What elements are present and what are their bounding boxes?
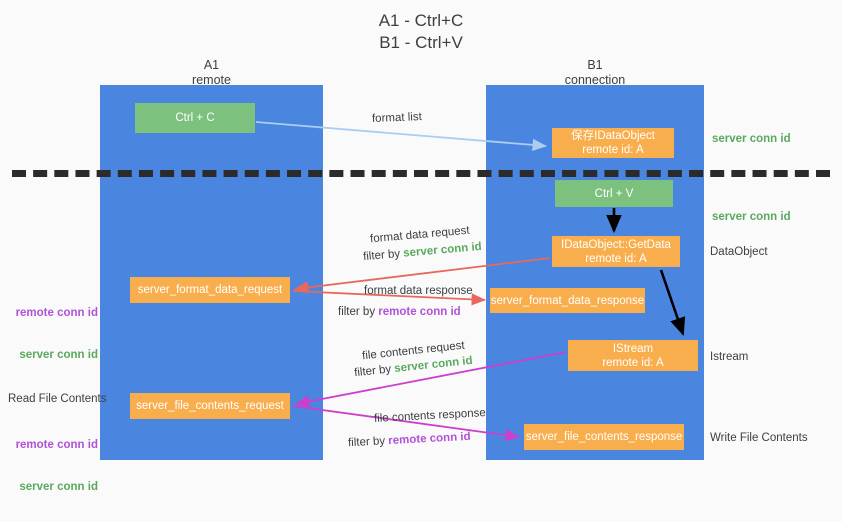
note-left-conn-ids-format: remote conn id server conn id <box>8 278 98 390</box>
filter-value-server-conn-id: server conn id <box>402 240 483 260</box>
box-server-format-data-response[interactable]: server_format_data_response <box>490 288 645 313</box>
note-left-conn-ids-file: remote conn id server conn id <box>8 410 98 522</box>
box-ctrl-v[interactable]: Ctrl + V <box>555 180 673 207</box>
box-ctrl-c[interactable]: Ctrl + C <box>135 103 255 133</box>
column-header-a1: A1 remote <box>192 58 231 87</box>
label-format-list: format list <box>371 111 423 125</box>
filter-prefix: filter by <box>338 306 379 318</box>
page-title: A1 - Ctrl+C B1 - Ctrl+V <box>378 11 464 52</box>
column-header-b1: B1 connection <box>564 58 626 87</box>
box-server-file-contents-response[interactable]: server_file_contents_response <box>524 424 684 450</box>
note-server-conn-id-2: server conn id <box>19 481 98 493</box>
note-server-conn-id-1: server conn id <box>19 349 98 361</box>
box-server-file-contents-request[interactable]: server_file_contents_request <box>130 393 290 419</box>
note-read-file-contents: Read File Contents <box>8 393 107 405</box>
box-idataobject-getdata[interactable]: IDataObject::GetData remote id: A <box>552 236 680 267</box>
note-server-conn-id-top: server conn id <box>712 133 791 145</box>
filter-value-remote-conn-id: remote conn id <box>378 306 461 318</box>
note-server-conn-id-mid: server conn id <box>712 211 791 223</box>
filter-prefix: filter by <box>353 363 395 380</box>
note-remote-conn-id-2: remote conn id <box>15 439 98 451</box>
note-remote-conn-id-1: remote conn id <box>15 307 98 319</box>
note-dataobject: DataObject <box>710 246 768 258</box>
box-save-idataobject[interactable]: 保存IDataObject remote id: A <box>552 128 674 158</box>
filter-value-remote-conn-id: remote conn id <box>387 430 471 448</box>
note-istream: Istream <box>710 351 749 363</box>
diagram-canvas: A1 - Ctrl+C B1 - Ctrl+V A1 remote B1 con… <box>8 11 830 493</box>
filter-prefix: filter by <box>362 247 404 264</box>
note-write-file-contents: Write File Contents <box>710 432 808 444</box>
filter-prefix: filter by <box>347 435 389 450</box>
label-format-data-response-filter: filter by remote conn id <box>338 305 461 320</box>
phase-divider <box>12 170 830 177</box>
label-file-contents-response-filter: filter by remote conn id <box>348 430 471 451</box>
label-file-contents-response: file contents response <box>373 407 487 425</box>
box-server-format-data-request[interactable]: server_format_data_request <box>130 277 290 303</box>
box-istream[interactable]: IStream remote id: A <box>568 340 698 371</box>
label-format-data-response: format data response <box>364 285 473 297</box>
